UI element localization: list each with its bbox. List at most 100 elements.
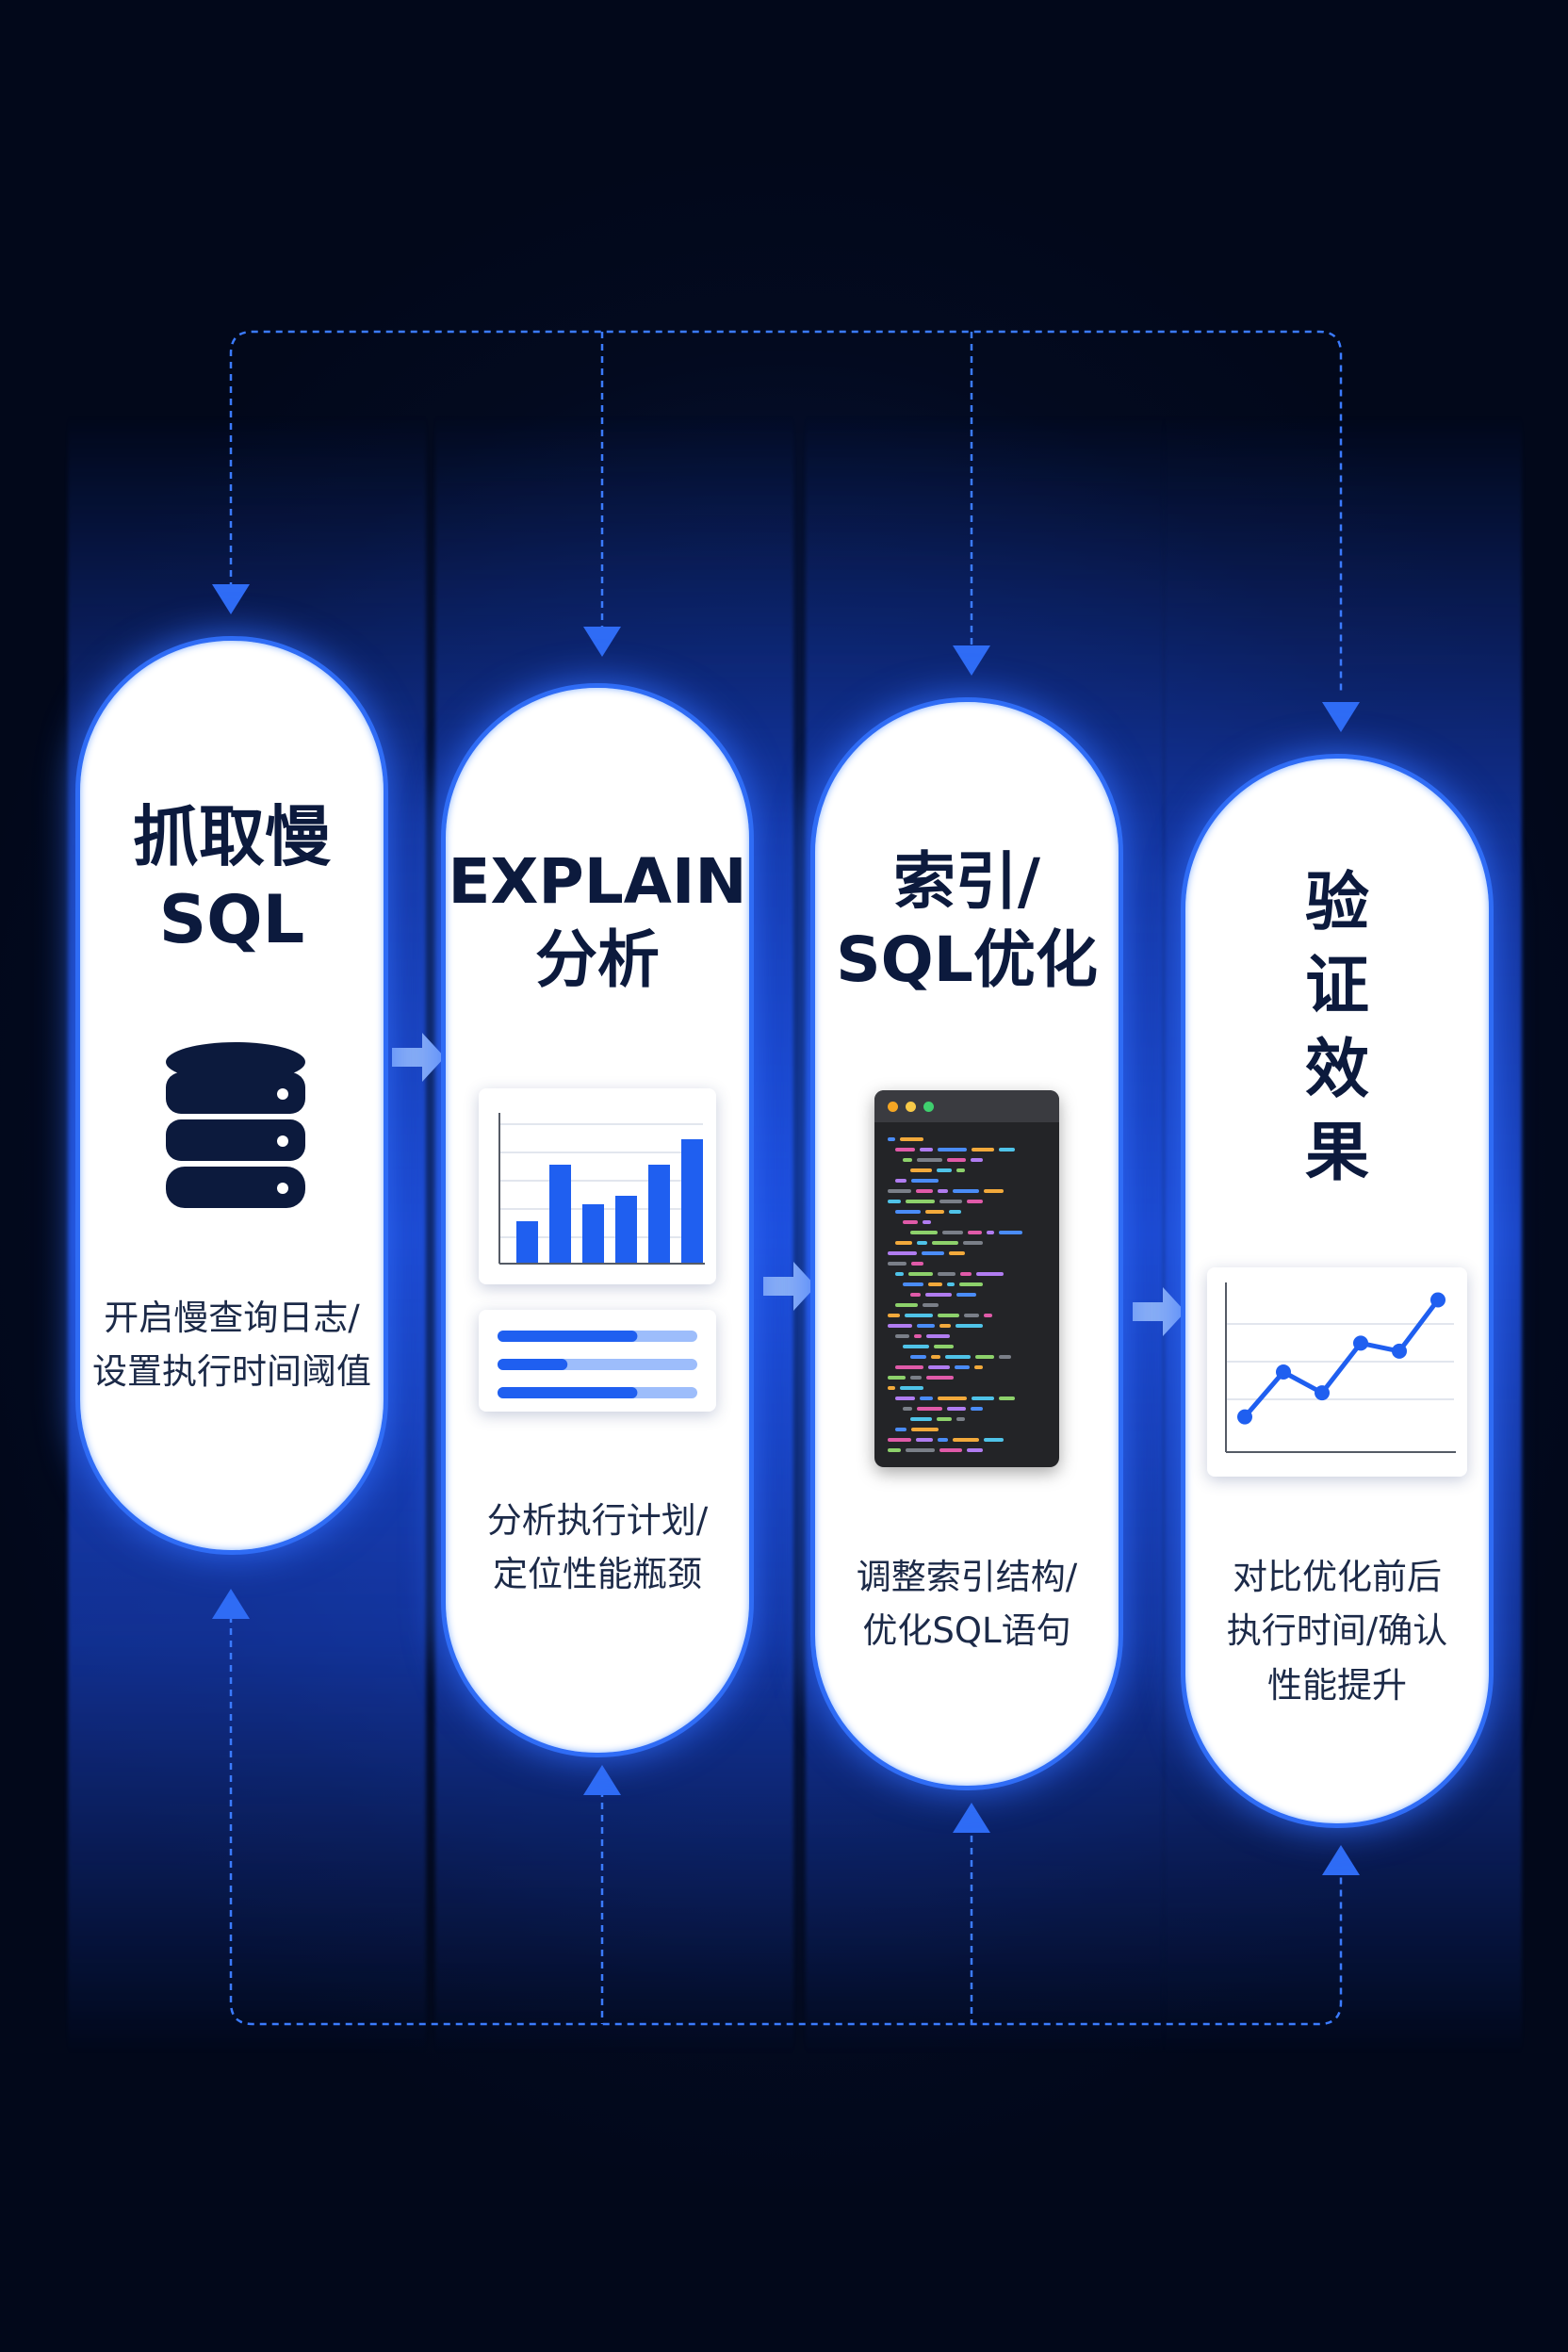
arrow-down-step2 — [583, 627, 621, 657]
step-4-title: 验 证 效 果 — [1304, 866, 1369, 1191]
code-editor-icon — [874, 1090, 1059, 1467]
code-token — [888, 1314, 900, 1317]
code-token — [947, 1158, 966, 1162]
trend-point-6 — [1430, 1292, 1446, 1308]
trend-point-4 — [1353, 1335, 1368, 1351]
code-token — [910, 1376, 922, 1380]
code-token — [911, 1262, 923, 1266]
code-token — [938, 1189, 948, 1193]
code-token — [911, 1428, 939, 1431]
step-2-description: 分析执行计划/ 定位性能瓶颈 — [486, 1500, 709, 1595]
code-token — [917, 1158, 942, 1162]
code-token — [910, 1231, 938, 1234]
code-token — [937, 1417, 952, 1421]
code-token — [972, 1148, 994, 1152]
code-token — [984, 1189, 1004, 1193]
code-token — [938, 1314, 959, 1317]
code-token — [960, 1272, 972, 1276]
code-token — [895, 1179, 906, 1183]
code-token — [939, 1448, 962, 1452]
code-token — [888, 1386, 895, 1390]
code-token — [906, 1200, 935, 1203]
code-lines — [888, 1137, 1022, 1452]
top-dashed-loop — [229, 330, 1343, 693]
code-token — [923, 1303, 939, 1307]
progress-panel — [479, 1310, 716, 1412]
code-token — [914, 1334, 922, 1338]
code-token — [922, 1251, 944, 1255]
progress-fill-3 — [498, 1387, 638, 1398]
trend-point-2 — [1276, 1364, 1291, 1380]
code-token — [917, 1407, 942, 1411]
code-token — [916, 1438, 933, 1442]
arrow-up-step2 — [583, 1765, 621, 1795]
code-token — [999, 1396, 1015, 1400]
code-token — [963, 1241, 983, 1245]
code-token — [971, 1158, 983, 1162]
arrow-down-step1 — [212, 584, 250, 614]
code-token — [910, 1293, 921, 1297]
line-chart-icon — [1225, 1282, 1456, 1453]
arrow-up-step4 — [1322, 1845, 1360, 1875]
code-editor-titlebar — [874, 1090, 1059, 1122]
window-dot-orange — [888, 1102, 898, 1112]
code-token — [984, 1314, 992, 1317]
code-token — [956, 1168, 965, 1172]
code-token — [999, 1148, 1015, 1152]
code-token — [975, 1355, 994, 1359]
code-token — [955, 1365, 970, 1369]
trend-point-3 — [1315, 1385, 1330, 1401]
progress-fill-1 — [498, 1331, 638, 1342]
step-3-title: 索引/ SQL优化 — [836, 845, 1098, 996]
code-token — [910, 1355, 926, 1359]
code-token — [888, 1137, 895, 1141]
code-token — [932, 1241, 958, 1245]
code-token — [888, 1324, 912, 1328]
progress-fill-2 — [498, 1359, 568, 1370]
code-token — [903, 1158, 912, 1162]
code-token — [953, 1438, 979, 1442]
code-token — [974, 1365, 983, 1369]
code-token — [959, 1282, 983, 1286]
code-token — [938, 1272, 956, 1276]
code-token — [888, 1189, 911, 1193]
code-token — [968, 1231, 982, 1234]
code-token — [900, 1137, 923, 1141]
bar-1 — [516, 1221, 538, 1264]
code-token — [949, 1210, 961, 1214]
code-token — [888, 1438, 911, 1442]
code-token — [900, 1386, 923, 1390]
code-token — [888, 1448, 901, 1452]
database-icon — [166, 1042, 305, 1208]
code-token — [903, 1345, 929, 1348]
step-4-description: 对比优化前后 执行时间/确认 性能提升 — [1226, 1557, 1448, 1706]
arrow-up-step1 — [212, 1589, 250, 1619]
code-token — [895, 1334, 909, 1338]
code-token — [956, 1417, 965, 1421]
code-token — [895, 1272, 904, 1276]
code-token — [939, 1324, 951, 1328]
code-token — [947, 1407, 966, 1411]
code-token — [917, 1241, 927, 1245]
step-card-2: EXPLAIN 分析 分析执行计划/ 定位性能瓶颈 — [441, 683, 754, 1757]
code-token — [917, 1324, 935, 1328]
code-token — [911, 1179, 939, 1183]
code-token — [906, 1448, 935, 1452]
code-token — [926, 1334, 950, 1338]
code-token — [910, 1417, 932, 1421]
trend-point-1 — [1237, 1409, 1252, 1425]
code-token — [937, 1168, 952, 1172]
bar-4 — [615, 1196, 637, 1264]
window-dot-yellow — [906, 1102, 916, 1112]
code-token — [888, 1200, 901, 1203]
code-token — [964, 1314, 979, 1317]
code-token — [999, 1355, 1011, 1359]
code-token — [895, 1303, 918, 1307]
code-token — [895, 1365, 923, 1369]
code-token — [888, 1376, 906, 1380]
code-token — [925, 1210, 944, 1214]
code-token — [938, 1438, 948, 1442]
code-token — [895, 1396, 915, 1400]
arrow-up-step3 — [953, 1803, 990, 1833]
